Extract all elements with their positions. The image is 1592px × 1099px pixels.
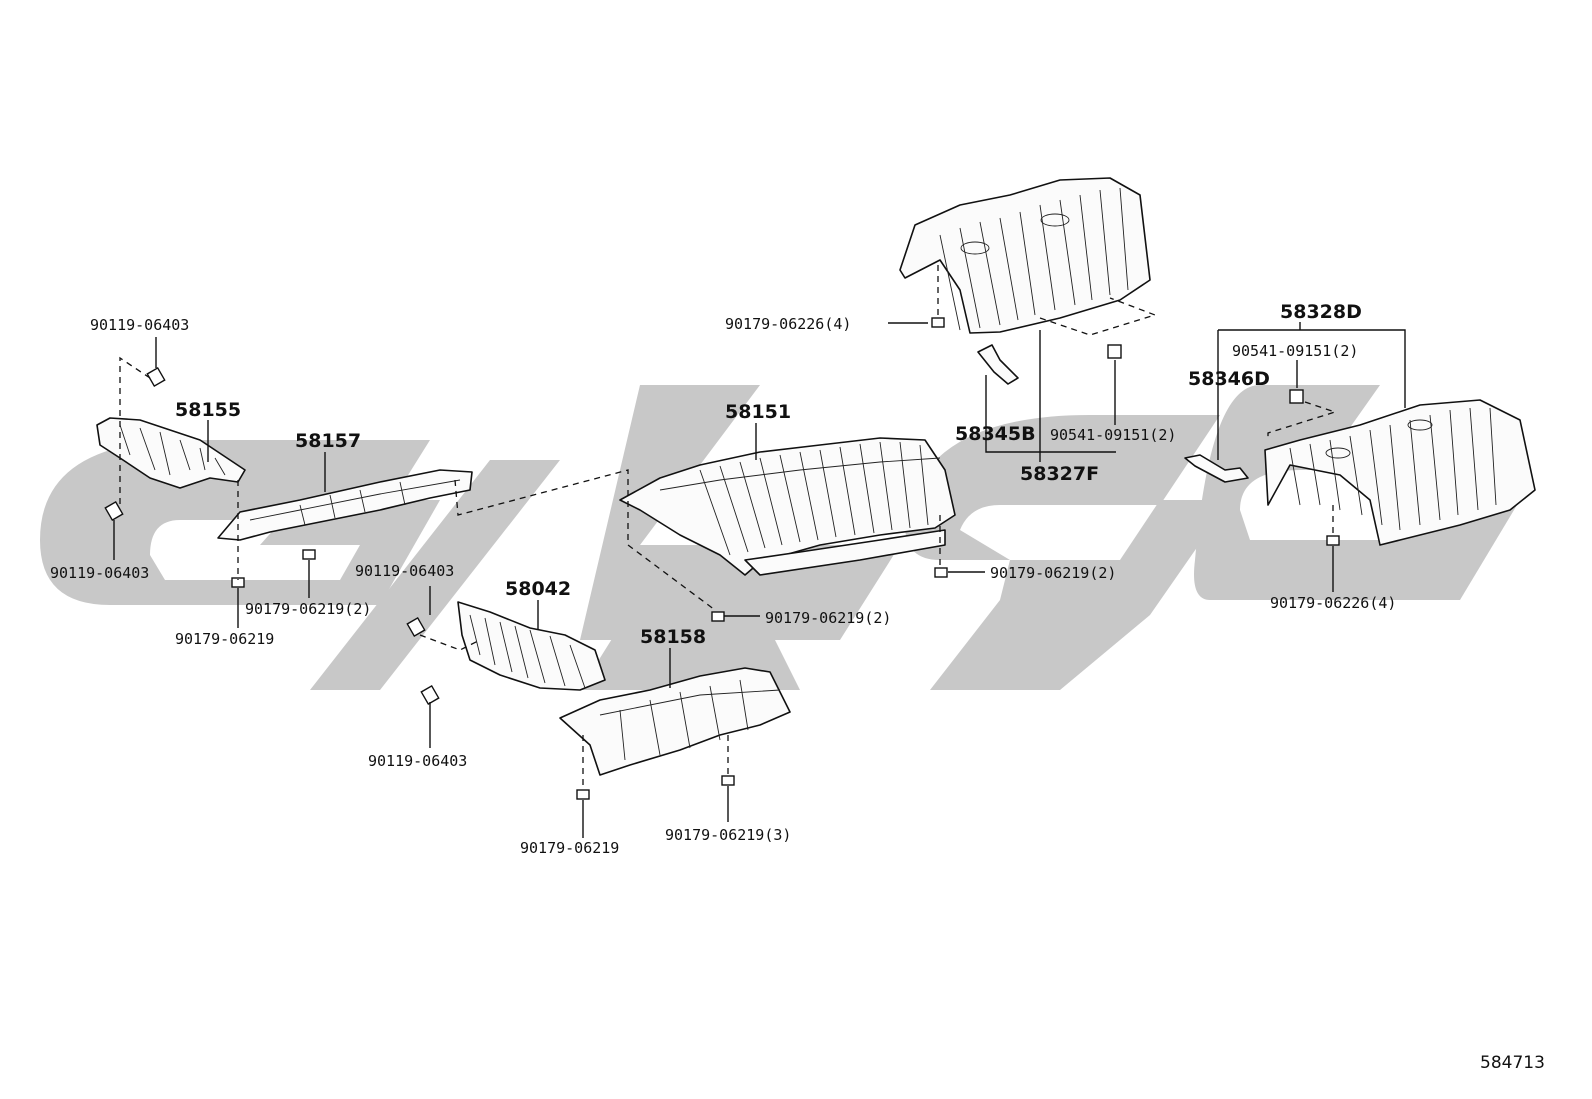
nut-icon <box>231 577 245 588</box>
label-clip-58328D: 90541-09151(2) <box>1232 342 1358 360</box>
part-58158-shape <box>559 667 791 776</box>
part-58327F-cover-shape <box>899 177 1151 334</box>
part-labels: 58155 58157 58151 58042 58158 58345B 583… <box>175 301 1362 648</box>
label-58042: 58042 <box>505 578 571 600</box>
bolt-icon <box>420 684 440 706</box>
label-58158: 58158 <box>640 626 706 648</box>
nut-icon <box>1326 535 1340 546</box>
label-clip-58327F: 90541-09151(2) <box>1050 426 1176 444</box>
label-bolt-left-lower: 90119-06403 <box>50 564 149 582</box>
part-58157-shape <box>217 469 473 541</box>
part-58345B-shape <box>977 344 1019 385</box>
nut-icon <box>721 775 735 786</box>
nut-icon <box>931 317 945 328</box>
leader-lines <box>113 265 1406 838</box>
label-bolt-mid-lower: 90119-06403 <box>368 752 467 770</box>
nut-icon <box>576 789 590 800</box>
label-58345B: 58345B <box>955 423 1036 445</box>
label-nut-58151-right: 90179-06219(2) <box>990 564 1116 582</box>
label-58327F: 58327F <box>1020 463 1099 485</box>
label-58328D: 58328D <box>1280 301 1362 323</box>
bolt-icon <box>406 616 426 638</box>
label-bolt-top-left: 90119-06403 <box>90 316 189 334</box>
label-nut-58158-b: 90179-06219(3) <box>665 826 791 844</box>
nut-icon <box>934 567 948 578</box>
label-bolt-mid: 90119-06403 <box>355 562 454 580</box>
bolt-icon <box>146 366 166 388</box>
part-58346D-shape <box>1184 454 1249 483</box>
part-58042-shape <box>457 601 606 691</box>
label-58346D: 58346D <box>1188 368 1270 390</box>
part-58328D-cover-shape <box>1264 399 1536 546</box>
part-58155-shape <box>96 417 246 489</box>
label-58157: 58157 <box>295 430 361 452</box>
label-nut-58157-a: 90179-06219(2) <box>245 600 371 618</box>
nut-icon <box>302 549 316 560</box>
label-nut-58158-a: 90179-06219 <box>520 839 619 857</box>
label-nut-58157-b: 90179-06219 <box>175 630 274 648</box>
bolt-icon <box>104 500 124 522</box>
nut-icon <box>711 611 725 622</box>
figure-id: 584713 <box>1480 1053 1545 1073</box>
label-58155: 58155 <box>175 399 241 421</box>
clip-icon <box>1289 389 1304 404</box>
fastener-labels: 90119-06403 90119-06403 90179-06219(2) 9… <box>50 315 1396 857</box>
label-58151: 58151 <box>725 401 791 423</box>
part-58151-shape <box>619 437 956 576</box>
clip-icon <box>1107 344 1122 359</box>
label-nut-58151-bottom: 90179-06219(2) <box>765 609 891 627</box>
label-nut-58328D: 90179-06226(4) <box>1270 594 1396 612</box>
label-nut-top-cover: 90179-06226(4) <box>725 315 851 333</box>
